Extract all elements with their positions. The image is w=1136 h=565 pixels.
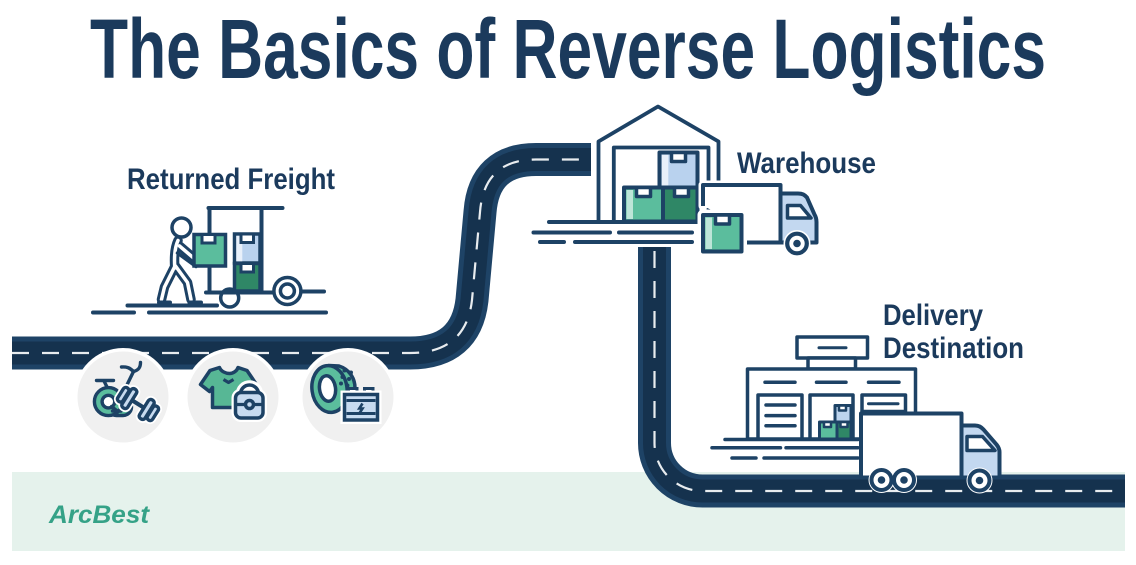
svg-text:Delivery: Delivery bbox=[883, 299, 983, 332]
svg-text:The Basics of Reverse Logistic: The Basics of Reverse Logistics bbox=[90, 2, 1046, 96]
svg-text:Returned Freight: Returned Freight bbox=[127, 163, 335, 196]
svg-text:Warehouse: Warehouse bbox=[737, 147, 876, 180]
svg-text:Destination: Destination bbox=[883, 332, 1024, 365]
svg-text:ArcBest: ArcBest bbox=[48, 501, 151, 529]
